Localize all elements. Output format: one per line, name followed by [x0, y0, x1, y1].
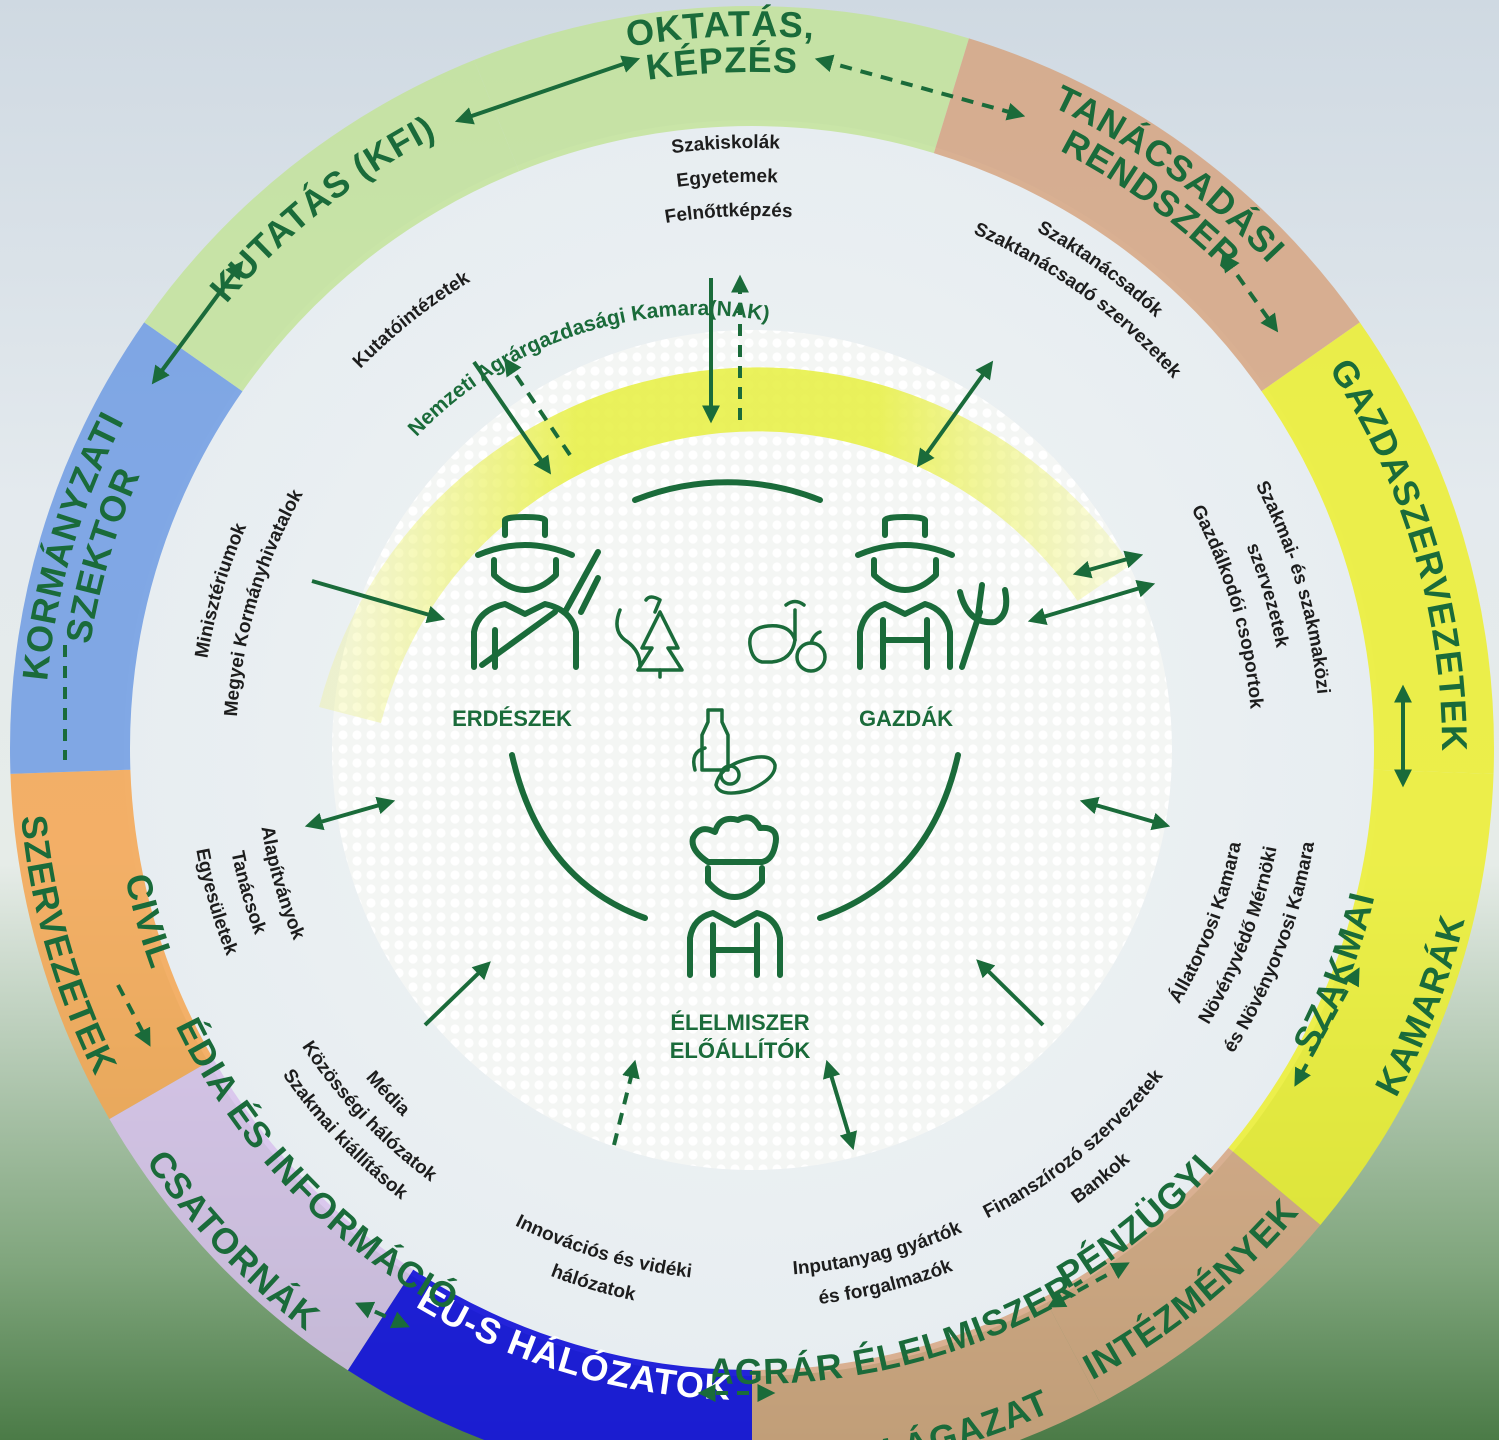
food-products-icon	[692, 708, 777, 795]
forest-icon	[615, 595, 684, 679]
forester-icon	[471, 514, 601, 670]
ring-segment-civil	[10, 769, 214, 1119]
arrows	[63, 54, 1412, 1402]
ring-segment-oktatas	[474, 6, 969, 172]
outer-ring	[9, 6, 1494, 1440]
ring-segment-agrar	[752, 1297, 1101, 1440]
arrow-oktatas-kutatas	[454, 55, 641, 125]
arrow-kamarak-both	[1079, 796, 1171, 831]
arrow-eu-in	[612, 1059, 640, 1146]
arrow-kormanyzati-kutatas	[151, 260, 244, 385]
ring-segment-penzugyi	[1044, 1147, 1321, 1404]
arrow-oktatas-tanacsadasi	[814, 54, 1026, 121]
actor-label-gazdak: GAZDÁK	[859, 706, 953, 731]
connection-arc-top	[632, 479, 823, 503]
ring-segment-eu	[347, 1269, 752, 1440]
connection-arc-left	[509, 752, 648, 921]
arrow-kutatas-out	[503, 357, 572, 457]
arrow-gazdaszerv-1	[1072, 550, 1144, 579]
farmer-icon	[855, 514, 1010, 670]
ring-segment-media	[109, 1059, 414, 1371]
segment-label-oktatas: KÉPZÉS	[643, 39, 799, 88]
arrow-kormanyzati-in	[311, 579, 446, 624]
arrow-gazdaszerv-2	[1027, 579, 1156, 626]
connection-arc-right	[817, 752, 961, 921]
arrow-kutatas-in	[472, 360, 552, 475]
arrow-eu-media	[355, 1301, 410, 1329]
actor-label-elelmiszer: ÉLELMISZER	[670, 1010, 809, 1035]
arrow-penzugyi-agrar	[1047, 1262, 1130, 1308]
arrow-agrar-both	[823, 1059, 857, 1151]
arrow-media-in	[423, 961, 491, 1027]
farm-produce-icon	[748, 599, 827, 673]
ring-segment-gazdaszervezetek	[1261, 322, 1494, 774]
arrow-tanacsadasi-gazdaszervezetek	[1221, 253, 1279, 333]
actor-label-eloallitok: ELŐÁLLÍTÓK	[670, 1038, 811, 1063]
ring-segment-kormanyzati	[9, 322, 243, 774]
nak-band	[319, 367, 1131, 723]
arrow-civil-both	[304, 796, 396, 831]
actor-label-erdeszek: ERDÉSZEK	[452, 706, 572, 731]
dotted-center	[332, 330, 1172, 1170]
arrow-civil-media	[116, 984, 151, 1047]
arrow-penzugyi-in	[976, 959, 1045, 1027]
ring-segment-szakmai_kamarak	[1228, 769, 1494, 1225]
arrow-tanacsadasi-both	[916, 360, 994, 468]
food-producer-icon	[687, 814, 783, 978]
